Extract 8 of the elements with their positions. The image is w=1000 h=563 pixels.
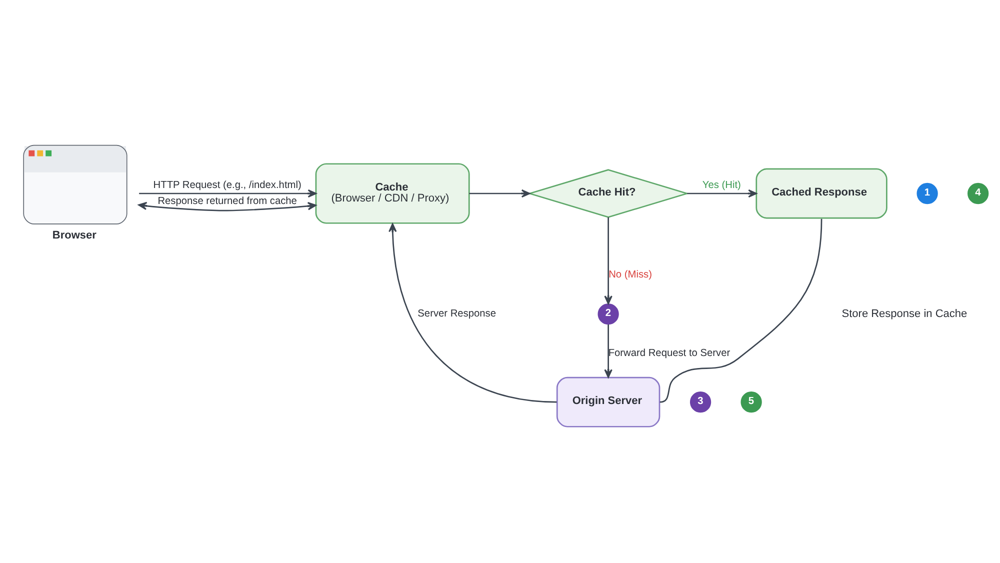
edge-label: Response returned from cache — [158, 196, 297, 208]
node-label: Browser — [52, 230, 96, 242]
edge-label: Forward Request to Server — [608, 348, 730, 360]
edge-label: Server Response — [418, 308, 496, 320]
label: Store Response in Cache — [842, 308, 968, 320]
edge-label: No (Miss) — [608, 269, 652, 280]
edge-label: Yes (Hit) — [702, 180, 741, 192]
edge-label: HTTP Request (e.g., /index.html) — [153, 180, 302, 192]
